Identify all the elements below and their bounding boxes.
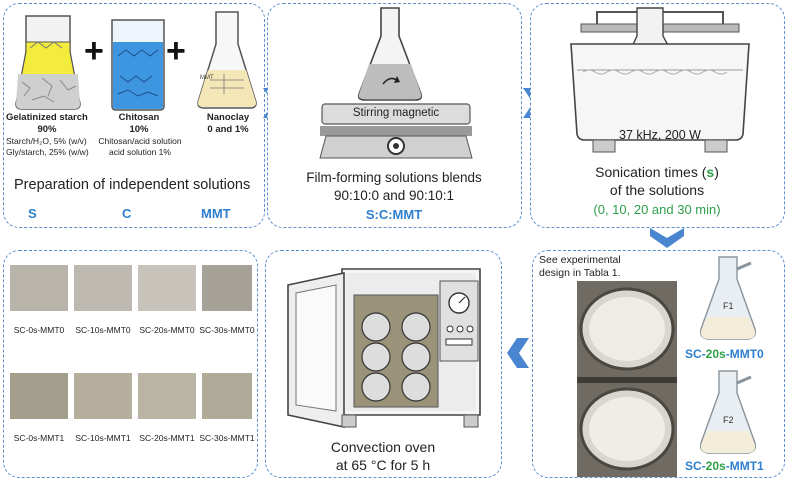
nanoclay-flask-icon: MMT	[197, 11, 257, 109]
label-mmt: MMT	[201, 206, 231, 221]
film-label: SC-20s-MMT1	[139, 433, 195, 443]
caption-post: )	[714, 164, 719, 180]
caption-pre: Sonication times (	[595, 164, 707, 180]
starch-title: Gelatinized starch	[6, 112, 88, 123]
chitosan-detail-2: acid solution 1%	[109, 147, 171, 157]
film-swatch	[138, 373, 196, 419]
mmt-tag: MMT	[200, 75, 214, 81]
panel-mixing: Stirring magnetic Film-forming solutions…	[267, 3, 522, 228]
film-label: SC-30s-MMT1	[199, 433, 255, 443]
starch-detail-1: Starch/H₂O, 5% (w/v)	[6, 136, 87, 146]
chevron-left-icon-1	[507, 338, 529, 368]
design-note-2: design in Tabla 1.	[539, 267, 621, 279]
stirrer-flask-icon	[357, 7, 423, 101]
nanoclay-pct: 0 and 1%	[207, 124, 249, 135]
panel3-caption-2: of the solutions	[609, 182, 705, 198]
sample-1-time: 20s	[705, 347, 726, 361]
ratio-label: S:C:MMT	[365, 207, 423, 222]
chitosan-pct: 10%	[129, 124, 149, 135]
panel-oven: Convection oven at 65 °C for 5 h	[265, 250, 502, 478]
film-swatch	[138, 265, 196, 311]
sonication-times: (0, 10, 20 and 30 min)	[593, 202, 721, 217]
sample-2-prefix: SC-	[685, 459, 706, 473]
panel-preparation: + + MMT Gelatinized starch 90% Starch/H₂…	[3, 3, 265, 228]
film-label: SC-20s-MMT0	[139, 325, 195, 335]
film-swatch	[74, 373, 132, 419]
sonication-power: 37 kHz, 200 W	[619, 128, 701, 142]
film-swatch	[202, 373, 252, 419]
film-label: SC-10s-MMT0	[75, 325, 131, 335]
ultrasonic-bath-icon	[570, 7, 750, 153]
label-c: C	[122, 206, 132, 221]
panel-films: SC-0s-MMT0 SC-10s-MMT0 SC-20s-MMT0 SC-30…	[3, 250, 258, 478]
film-swatch	[10, 265, 68, 311]
plus-sign-2: +	[166, 32, 186, 70]
starch-beaker-icon	[15, 15, 81, 110]
film-swatch	[10, 373, 68, 419]
stirrer-label: Stirring magnetic	[352, 107, 440, 119]
sample-1-suffix: -MMT0	[725, 347, 764, 361]
film-swatch	[202, 265, 252, 311]
chitosan-detail-1: Chitosan/acid solution	[98, 136, 182, 146]
film-label: SC-0s-MMT1	[13, 433, 65, 443]
sample-2-suffix: -MMT1	[725, 459, 764, 473]
panel3-caption-1: Sonication times (s)	[531, 164, 783, 180]
flask-1-label: F1	[723, 301, 734, 311]
oven-caption-2: at 65 °C for 5 h	[335, 457, 431, 473]
film-label: SC-0s-MMT0	[13, 325, 65, 335]
panel2-caption-1: Film-forming solutions blends	[306, 170, 482, 185]
magnetic-stirrer-icon	[319, 103, 473, 159]
design-note-1: See experimental	[539, 254, 621, 266]
film-swatch	[74, 265, 132, 311]
flask-2-label: F2	[723, 415, 734, 425]
film-label: SC-30s-MMT0	[199, 325, 255, 335]
sample-label-2: SC-20s-MMT1	[685, 459, 764, 473]
convection-oven-icon	[287, 268, 481, 428]
nanoclay-title: Nanoclay	[206, 112, 250, 123]
caption-s: s	[706, 164, 715, 180]
panel-samples: See experimental design in Tabla 1. F1 S…	[532, 250, 785, 478]
sample-2-time: 20s	[705, 459, 726, 473]
panel1-caption: Preparation of independent solutions	[14, 177, 251, 193]
sample-1-prefix: SC-	[685, 347, 706, 361]
starch-detail-2: Gly/starch, 25% (w/w)	[6, 147, 89, 157]
label-s: S	[28, 206, 37, 221]
chevron-down-icon	[650, 228, 684, 248]
plus-sign-1: +	[84, 32, 104, 70]
film-label: SC-10s-MMT1	[75, 433, 131, 443]
oven-caption-1: Convection oven	[330, 439, 436, 455]
chitosan-title: Chitosan	[118, 112, 160, 123]
petri-dishes-photo	[577, 281, 677, 477]
sample-flask-2-icon: F2	[699, 370, 757, 454]
sample-label-1: SC-20s-MMT0	[685, 347, 764, 361]
chitosan-beaker-icon	[111, 19, 165, 111]
starch-pct: 90%	[37, 124, 57, 135]
panel2-caption-2: 90:10:0 and 90:10:1	[333, 188, 455, 203]
panel-sonication: 37 kHz, 200 W Sonication times (s) of th…	[530, 3, 785, 228]
sample-flask-1-icon: F1	[699, 256, 757, 340]
